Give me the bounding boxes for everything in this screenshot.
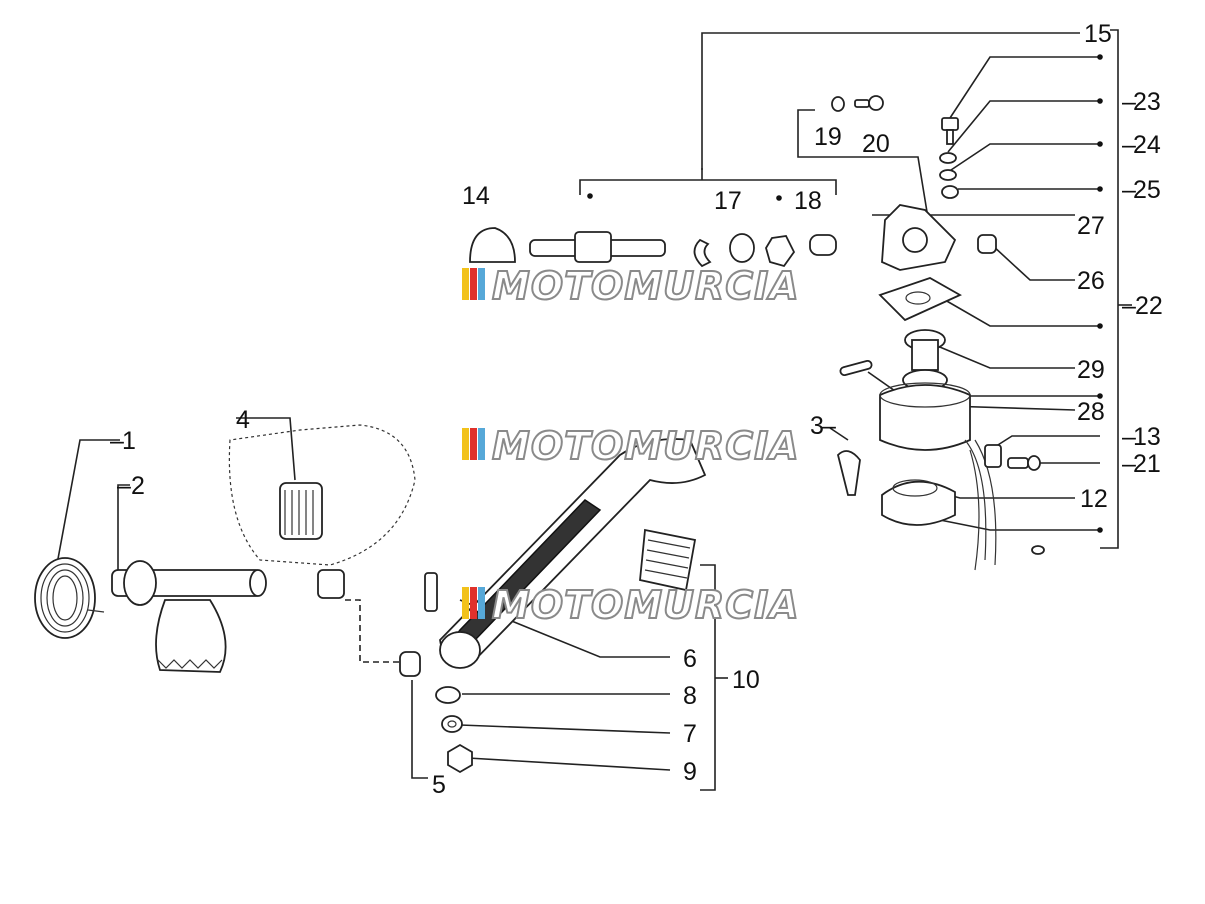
kick-shaft-part — [111, 560, 267, 673]
washers-part — [435, 686, 473, 774]
watermark-1: MOTOMURCIA — [462, 263, 800, 309]
crankcase-part — [228, 424, 416, 599]
callout-20: 20 — [862, 130, 890, 158]
watermark-text: MOTOMURCIA — [492, 264, 800, 308]
spring-part — [34, 557, 105, 639]
svg-text:–: – — [1122, 88, 1136, 116]
watermark-text: MOTOMURCIA — [492, 424, 800, 468]
callout-15: 15 — [1084, 20, 1112, 48]
callout-29: 29 — [1077, 356, 1105, 384]
svg-text:–: – — [110, 427, 124, 455]
callout-28: 28 — [1077, 398, 1105, 426]
bushing-part — [399, 651, 421, 677]
callout-labels: 1 2 3 4 5 6 7 8 9 10 12 13 14 15 17 18 1… — [110, 20, 1163, 799]
callout-21: 21 — [1133, 450, 1161, 478]
callout-6: 6 — [683, 645, 697, 673]
callout-26: 26 — [1077, 267, 1105, 295]
callout-25: 25 — [1133, 176, 1161, 204]
callout-18: 18 — [794, 187, 822, 215]
callout-9: 9 — [683, 758, 697, 786]
callout-27: 27 — [1077, 212, 1105, 240]
starter-bracket-part — [878, 204, 997, 322]
svg-text:–: – — [1122, 423, 1136, 451]
svg-text:–: – — [1122, 292, 1136, 320]
callout-13: 13 — [1133, 423, 1161, 451]
callout-17: 17 — [714, 187, 742, 215]
svg-text:–: – — [1122, 450, 1136, 478]
svg-text:–: – — [1122, 176, 1136, 204]
svg-text:–: – — [117, 472, 131, 500]
callout-4: 4 — [236, 406, 250, 434]
callout-14: 14 — [462, 182, 490, 210]
starter-shaft-parts — [469, 227, 837, 268]
callout-19: 19 — [814, 123, 842, 151]
kick-lever-part — [424, 438, 707, 669]
callout-2: 2 — [131, 472, 145, 500]
leader-dots — [587, 54, 1103, 533]
svg-text:–: – — [822, 412, 836, 440]
callout-22: 22 — [1135, 292, 1163, 320]
small-screws-part — [831, 95, 884, 112]
watermark-3: MOTOMURCIA — [462, 582, 800, 628]
callout-7: 7 — [683, 720, 697, 748]
callout-23: 23 — [1133, 88, 1161, 116]
watermark-2: MOTOMURCIA — [462, 423, 800, 469]
starter-motor-part — [837, 329, 1045, 571]
callout-1: 1 — [122, 427, 136, 455]
bolt-washers-part — [939, 117, 959, 199]
svg-text:–: – — [1122, 131, 1136, 159]
callout-5: 5 — [432, 771, 446, 799]
callout-12: 12 — [1080, 485, 1108, 513]
callout-10: 10 — [732, 666, 760, 694]
watermark-text: MOTOMURCIA — [492, 583, 800, 627]
callout-24: 24 — [1133, 131, 1161, 159]
callout-3: 3 — [810, 412, 824, 440]
callout-8: 8 — [683, 682, 697, 710]
